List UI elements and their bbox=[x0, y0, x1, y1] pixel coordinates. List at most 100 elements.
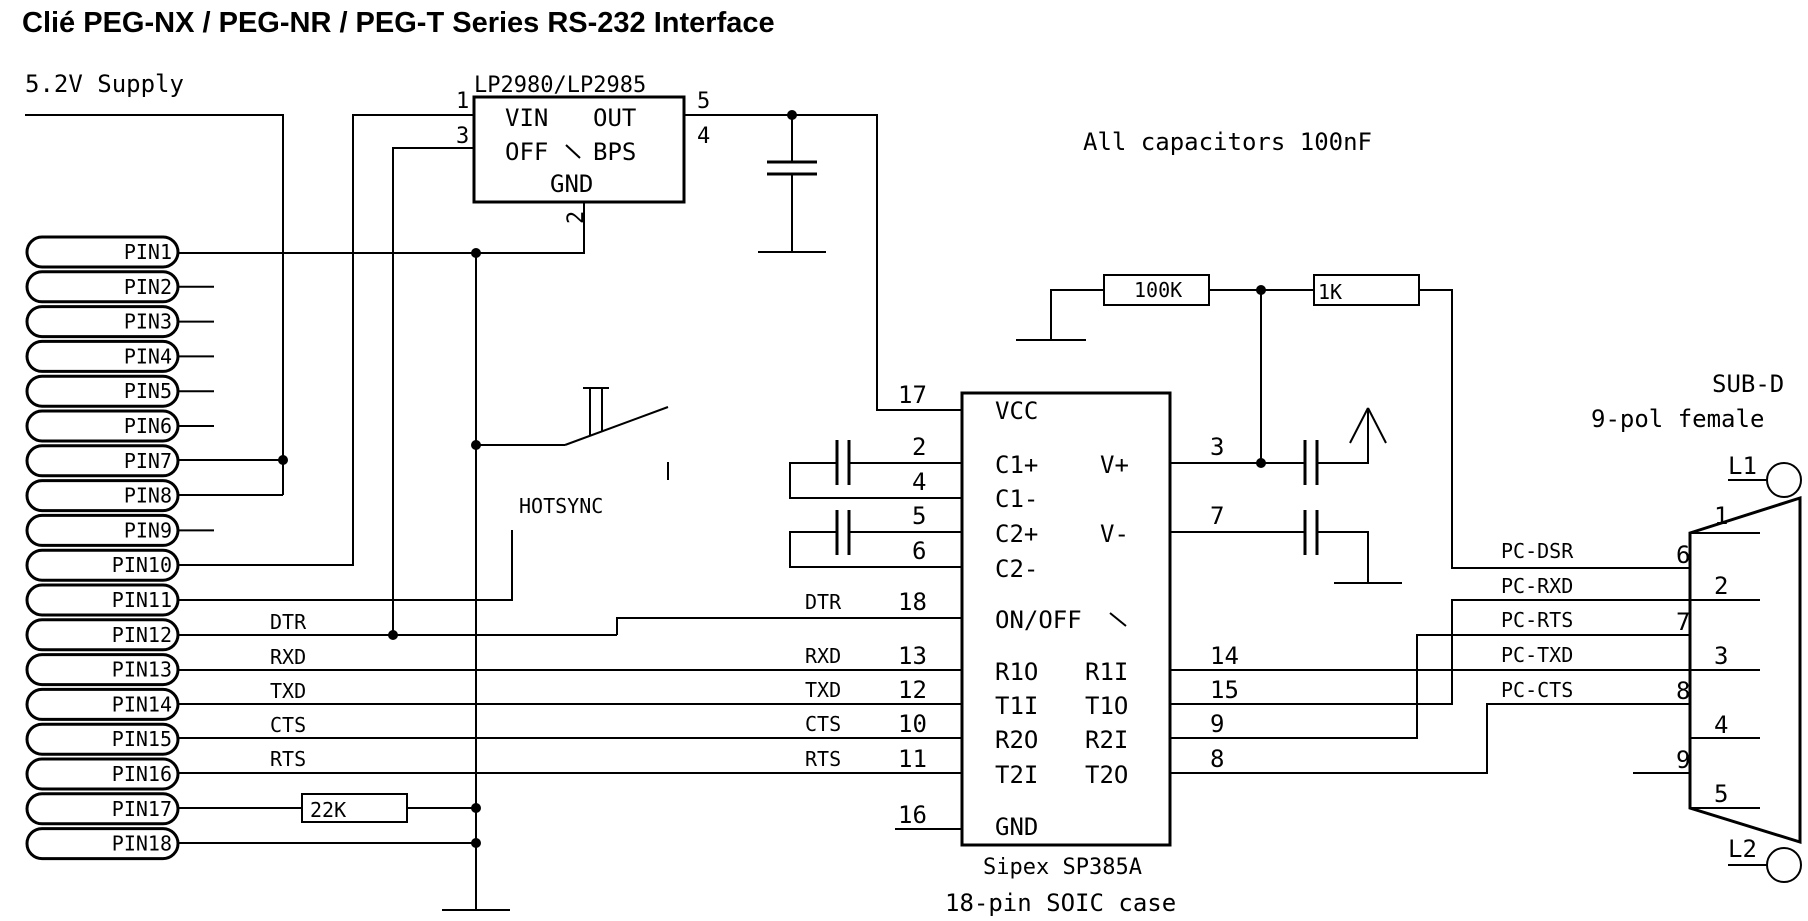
regulator: LP2980/LP2985 VIN OUT OFF BPS GND 1 3 5 … bbox=[456, 73, 710, 224]
chip-pin-6: 6 bbox=[912, 537, 926, 565]
chip-pin-18: 18 bbox=[898, 588, 927, 616]
regulator-gnd-label: GND bbox=[550, 170, 593, 198]
regulator-wires bbox=[178, 110, 962, 635]
subd-pin-6: 6 bbox=[1676, 541, 1690, 569]
hotsync-switch[interactable]: HOTSYNC bbox=[178, 387, 669, 601]
connector-pin-16: PIN16 bbox=[25, 757, 180, 791]
connector-pin-label: PIN14 bbox=[112, 692, 172, 716]
connector-pin-10: PIN10 bbox=[25, 548, 180, 582]
connector-pin-label: PIN7 bbox=[124, 449, 172, 473]
connector-pin-label: PIN10 bbox=[112, 553, 172, 577]
connector-pin-8: PIN8 bbox=[25, 479, 180, 513]
regulator-vin-label: VIN bbox=[505, 104, 548, 132]
subd-net-cts: PC-CTS bbox=[1501, 678, 1573, 702]
regulator-pin-bps: 4 bbox=[697, 124, 710, 149]
subd-pin-9: 9 bbox=[1676, 746, 1690, 774]
connector-pin-4: PIN4 bbox=[25, 339, 214, 373]
connector-pin-18: PIN18 bbox=[25, 827, 180, 861]
regulator-pin-gnd: 2 bbox=[564, 211, 589, 224]
chip-t2i-label: T2I bbox=[995, 761, 1038, 789]
connector-pin-label: PIN6 bbox=[124, 414, 172, 438]
connector-pin-5: PIN5 bbox=[25, 374, 214, 408]
connector-pin-15: PIN15 bbox=[25, 722, 180, 756]
signal-rts-right: RTS bbox=[805, 747, 841, 771]
mounting-lug-l1 bbox=[1766, 462, 1802, 498]
chip-r1i-label: R1I bbox=[1085, 658, 1128, 686]
chip-c1m-label: C1- bbox=[995, 485, 1038, 513]
connector-pin-label: PIN1 bbox=[124, 240, 172, 264]
chip-name: Sipex SP385A bbox=[983, 855, 1142, 880]
chip-r2o-label: R2O bbox=[995, 726, 1038, 754]
capacitor-note: All capacitors 100nF bbox=[1083, 128, 1372, 156]
regulator-pin-off: 3 bbox=[456, 124, 469, 149]
connector-pin-9: PIN9 bbox=[25, 513, 214, 547]
subd-pin-2: 2 bbox=[1714, 572, 1728, 600]
chip-vcc-label: VCC bbox=[995, 397, 1038, 425]
subd-l2-label: L2 bbox=[1728, 835, 1757, 863]
subd-pin-8: 8 bbox=[1676, 677, 1690, 705]
subd-subtitle: 9-pol female bbox=[1591, 405, 1764, 433]
connector-pin-label: PIN12 bbox=[112, 623, 172, 647]
regulator-pin-vin: 1 bbox=[456, 89, 469, 114]
subd-pin-7: 7 bbox=[1676, 608, 1690, 636]
signal-rxd-left: RXD bbox=[270, 645, 306, 669]
chip-t1i-label: T1I bbox=[995, 692, 1038, 720]
connector-pin-label: PIN5 bbox=[124, 379, 172, 403]
junction-dot bbox=[278, 455, 288, 465]
signal-rts-left: RTS bbox=[270, 747, 306, 771]
connector-pin-7: PIN7 bbox=[25, 444, 180, 478]
signal-rxd-right: RXD bbox=[805, 644, 841, 668]
chip-c1p-label: C1+ bbox=[995, 451, 1038, 479]
connector-pin-label: PIN15 bbox=[112, 727, 172, 751]
chip-t2o-label: T2O bbox=[1085, 761, 1128, 789]
connector-pin-3: PIN3 bbox=[25, 305, 214, 339]
supply-label: 5.2V Supply bbox=[25, 70, 184, 98]
signal-cts-left: CTS bbox=[270, 713, 306, 737]
signal-txd-right: TXD bbox=[805, 678, 841, 702]
chip-r2i-label: R2I bbox=[1085, 726, 1128, 754]
chip-pin-7: 7 bbox=[1210, 502, 1224, 530]
chip-pin-13: 13 bbox=[898, 642, 927, 670]
chip-pin-3: 3 bbox=[1210, 433, 1224, 461]
connector-pin-17: PIN17 bbox=[25, 792, 180, 826]
connector-pin-label: PIN17 bbox=[112, 797, 172, 821]
chip-vp-label: V+ bbox=[1100, 451, 1129, 479]
subd-connector: SUB-D 9-pol female PC-DSR PC-RXD PC-RTS … bbox=[1501, 370, 1802, 883]
supply-wire bbox=[25, 114, 288, 496]
connector-pin-label: PIN18 bbox=[112, 832, 172, 856]
chip-pin-5: 5 bbox=[912, 502, 926, 530]
chip-wiring: 100K 1K bbox=[789, 274, 1760, 830]
chip-pin-16: 16 bbox=[898, 801, 927, 829]
chip-gnd-label: GND bbox=[995, 813, 1038, 841]
chip-pin-9: 9 bbox=[1210, 710, 1224, 738]
chip-pin-10: 10 bbox=[898, 710, 927, 738]
regulator-bps-label: BPS bbox=[593, 138, 636, 166]
chip-pin-8: 8 bbox=[1210, 745, 1224, 773]
chip-c2p-label: C2+ bbox=[995, 520, 1038, 548]
subd-l1-label: L1 bbox=[1728, 452, 1757, 480]
connector-pin-label: PIN3 bbox=[124, 310, 172, 334]
mounting-lug-l2 bbox=[1766, 847, 1802, 883]
chip-pin-4: 4 bbox=[912, 468, 926, 496]
regulator-out-label: OUT bbox=[593, 104, 636, 132]
subd-pin-1: 1 bbox=[1714, 502, 1728, 530]
subd-pin-5: 5 bbox=[1714, 780, 1728, 808]
resistor-1k-label: 1K bbox=[1318, 280, 1342, 304]
subd-net-txd: PC-TXD bbox=[1501, 643, 1573, 667]
connector-pin-label: PIN2 bbox=[124, 275, 172, 299]
resistor-100k-label: 100K bbox=[1134, 278, 1182, 302]
chip-pin-11: 11 bbox=[898, 745, 927, 773]
hotsync-label: HOTSYNC bbox=[519, 494, 603, 518]
chip-t1o-label: T1O bbox=[1085, 692, 1128, 720]
chip-pin-12: 12 bbox=[898, 676, 927, 704]
connector-pin-label: PIN8 bbox=[124, 484, 172, 508]
connector-pin-6: PIN6 bbox=[25, 409, 214, 443]
chip-vm-label: V- bbox=[1100, 520, 1129, 548]
sp385a-chip: VCC C1+ C1- C2+ C2- V+ V- ON/OFF R1O T1I… bbox=[898, 381, 1239, 917]
chip-c2m-label: C2- bbox=[995, 555, 1038, 583]
subd-pin-3: 3 bbox=[1714, 642, 1728, 670]
subd-title: SUB-D bbox=[1712, 370, 1784, 398]
subd-net-rxd: PC-RXD bbox=[1501, 574, 1573, 598]
connector-pin-13: PIN13 bbox=[25, 653, 180, 687]
